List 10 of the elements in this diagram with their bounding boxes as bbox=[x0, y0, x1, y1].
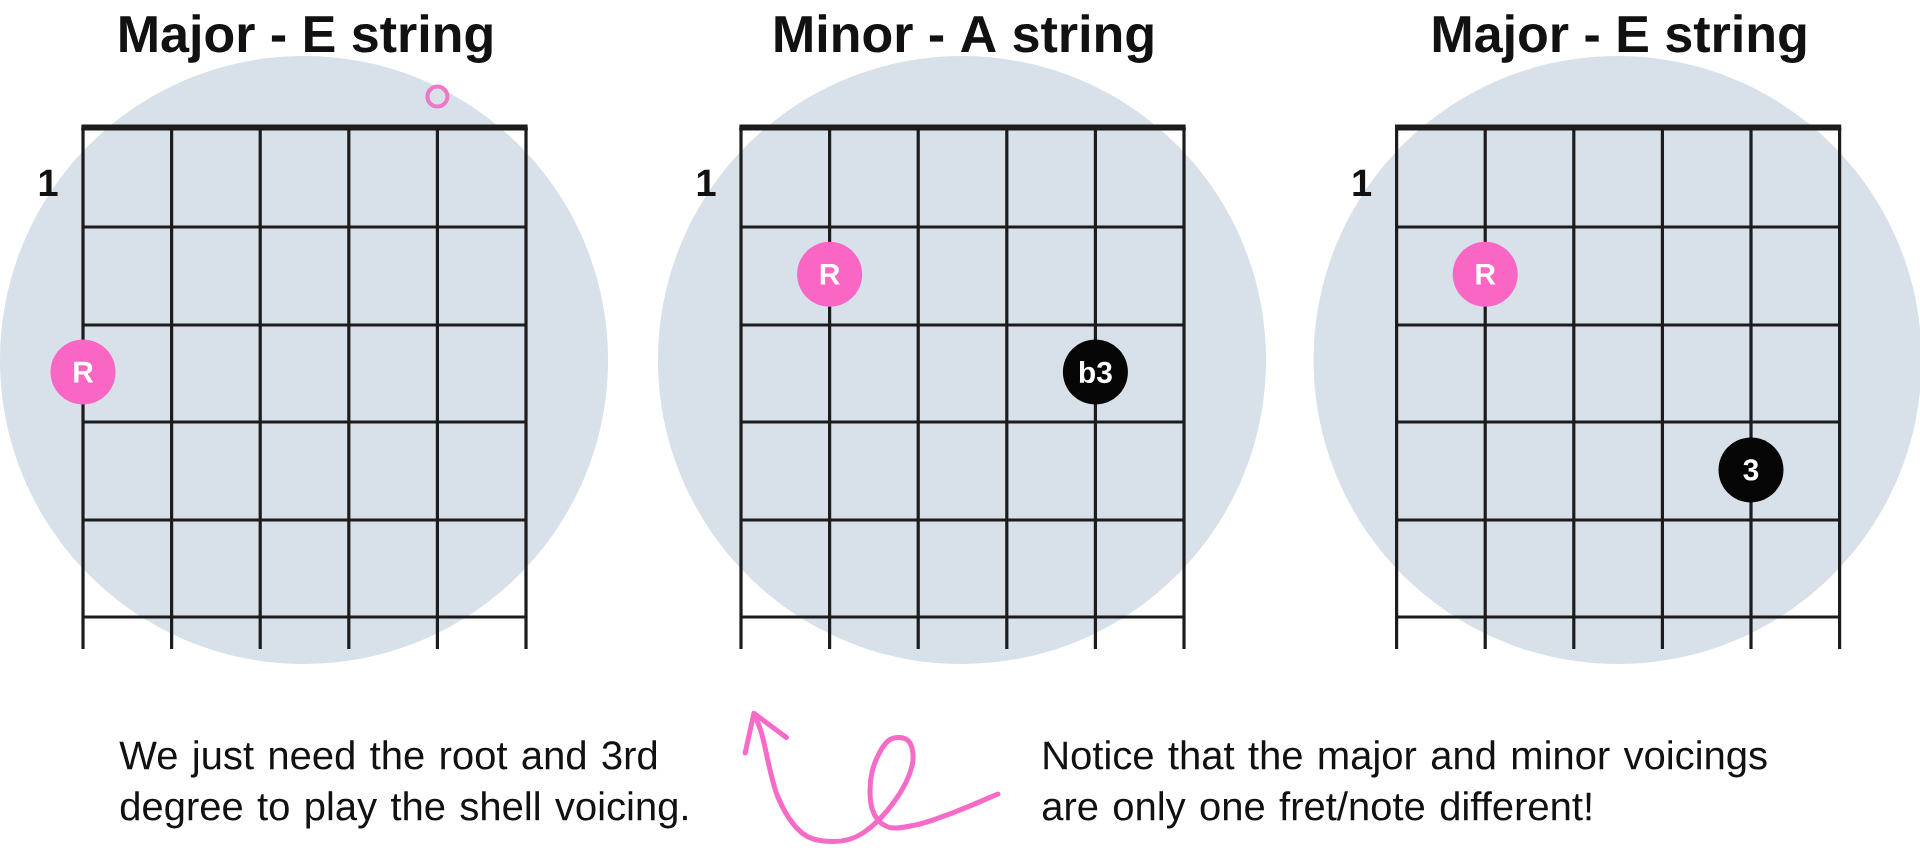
curly-arrow bbox=[742, 710, 1001, 845]
fret-number: 1 bbox=[1353, 169, 1372, 196]
note-text: Notice that the major and minor voicings are only one fret/note different! bbox=[1042, 740, 1767, 829]
chart-title: Minor - A string bbox=[775, 14, 1153, 63]
ring-marker bbox=[425, 84, 450, 109]
chart-title: Major - E string bbox=[1433, 14, 1806, 63]
chart-title: Major - E string bbox=[120, 14, 492, 63]
fret-number: 1 bbox=[697, 169, 716, 196]
fret-number: 1 bbox=[39, 169, 58, 196]
note-text: We just need the root and 3rd degree to play the shell voicing. bbox=[119, 740, 687, 829]
